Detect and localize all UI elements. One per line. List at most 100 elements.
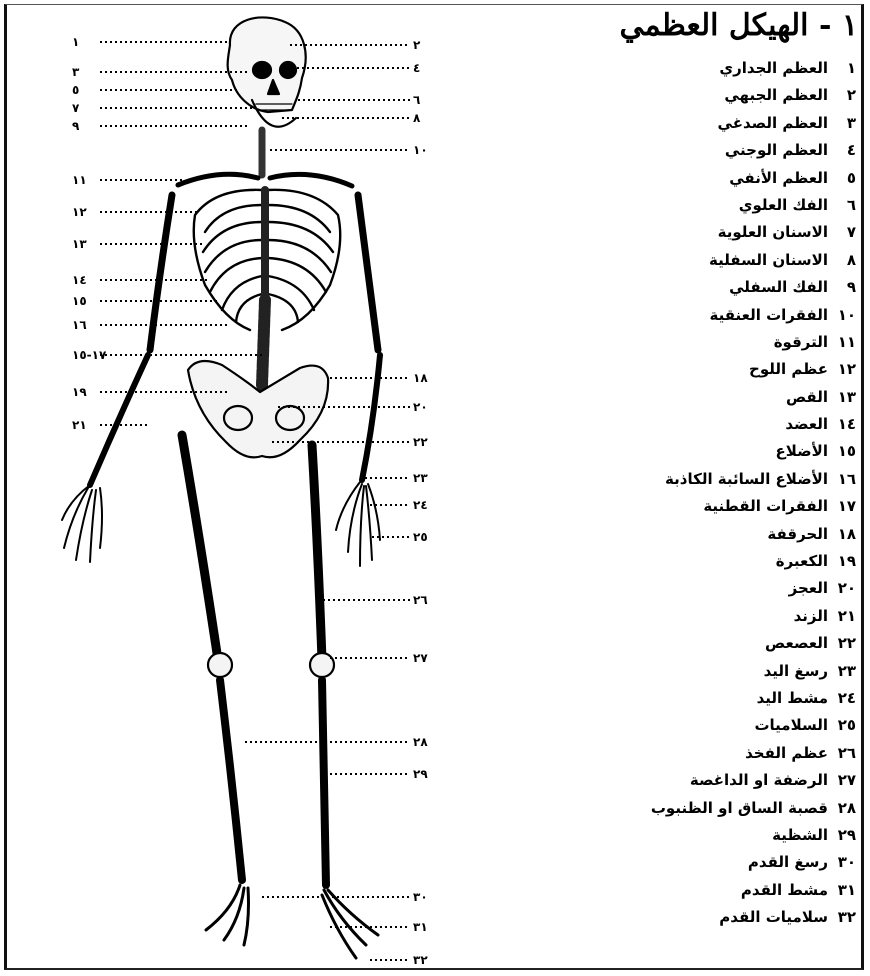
- leader-label: ٥: [72, 83, 79, 97]
- legend-item-label: سلاميات القدم: [719, 908, 828, 926]
- legend-item-label: الاسنان العلوية: [718, 223, 828, 241]
- legend-item-number: ٢٢: [834, 630, 856, 657]
- legend-item: ٢العظم الجبهي: [556, 82, 856, 109]
- legend-item-label: الكعبرة: [776, 552, 828, 570]
- legend-item: ٢٣ رسغ اليد: [556, 658, 856, 685]
- hand-right: [336, 482, 380, 566]
- legend-item-number: ١٥: [834, 438, 856, 465]
- leader-label: ١٠: [413, 143, 428, 157]
- forearm-right: [362, 355, 380, 480]
- legend-item: ٤العظم الوجني: [556, 137, 856, 164]
- legend-item-label: الفك العلوي: [739, 196, 828, 214]
- legend-item-label: الأضلاع: [776, 442, 828, 460]
- leader-label: ٢٣: [413, 471, 428, 485]
- leader-label: ٣٢: [413, 953, 428, 967]
- leader-label: ٣٠: [413, 890, 428, 904]
- legend-item-number: ٥: [834, 165, 856, 192]
- legend-item-number: ٣: [834, 110, 856, 137]
- leader-label: ٢١: [72, 418, 87, 432]
- legend-item-label: الأضلاع السائبة الكاذبة: [665, 470, 828, 488]
- legend-item-number: ١٨: [834, 521, 856, 548]
- legend-item-label: الفك السفلي: [729, 278, 828, 296]
- legend-item: ٢٧الرضفة او الداغصة: [556, 767, 856, 794]
- legend-item: ١٢عظم اللوح: [556, 356, 856, 383]
- legend-item-label: العظم الأنفي: [729, 169, 828, 187]
- legend-item: ٣١مشط القدم: [556, 877, 856, 904]
- legend-item-label: الفقرات القطنية: [703, 497, 828, 515]
- leader-label: ٢٤: [413, 498, 428, 512]
- legend-item-label: العجز: [789, 579, 828, 597]
- patella-left: [208, 653, 232, 677]
- legend-item-number: ٢٣: [834, 658, 856, 685]
- hand-left: [62, 485, 102, 562]
- eye-socket-right: [280, 62, 296, 78]
- legend-item-label: العصعص: [765, 634, 828, 652]
- skeleton-figure: [62, 17, 380, 958]
- leader-label: ١٤: [72, 273, 87, 287]
- legend-item-number: ٧: [834, 219, 856, 246]
- leader-label: ٣١: [413, 920, 428, 934]
- clavicle-left: [178, 174, 258, 185]
- legend-item-label: رسغ القدم: [748, 853, 828, 871]
- legend-item-number: ١: [834, 55, 856, 82]
- legend-item-label: العظم الصدغي: [718, 114, 828, 132]
- legend-item: ٢٥السلاميات: [556, 712, 856, 739]
- legend-item-number: ٩: [834, 274, 856, 301]
- humerus-right: [358, 195, 378, 350]
- tibia-right: [322, 680, 326, 885]
- legend-item: ١٧الفقرات القطنية: [556, 493, 856, 520]
- leader-label: ١٨: [413, 371, 428, 385]
- legend-item-label: عظم اللوح: [749, 360, 828, 378]
- legend-item: ٢٩الشظية: [556, 822, 856, 849]
- leader-label: ٢٩: [413, 767, 428, 781]
- leader-label: ٤: [413, 61, 420, 75]
- leader-label: ٣: [72, 65, 80, 79]
- foot-left: [206, 885, 249, 945]
- legend-item-label: العظم الوجني: [725, 141, 828, 159]
- legend-item-number: ٢٠: [834, 575, 856, 602]
- legend-item-label: العضد: [785, 415, 828, 433]
- legend-item-label: رسغ اليد: [764, 662, 828, 680]
- femur-right: [312, 445, 322, 660]
- legend-item-number: ٨: [834, 247, 856, 274]
- leader-label: ٢٦: [413, 593, 428, 607]
- legend-item-number: ١٣: [834, 384, 856, 411]
- legend-item: ٣ العظم الصدغي: [556, 110, 856, 137]
- legend-item-label: الزند: [794, 607, 828, 625]
- forearm-left: [90, 355, 148, 485]
- legend-item-label: الفقرات العنقية: [709, 306, 828, 324]
- legend-item-label: الحرقفة: [767, 525, 828, 543]
- legend-item-number: ١١: [834, 329, 856, 356]
- legend-item: ٣٢ سلاميات القدم: [556, 904, 856, 931]
- legend-item-number: ٢٦: [834, 740, 856, 767]
- leader-label: ١٢: [72, 205, 87, 219]
- legend-item-label: الاسنان السفلية: [709, 251, 828, 269]
- clavicle-right: [270, 174, 352, 186]
- legend-item-label: القص: [786, 388, 828, 406]
- legend-item: ١٠الفقرات العنقية: [556, 302, 856, 329]
- legend-item: ١٣ القص: [556, 384, 856, 411]
- legend-item-number: ٣١: [834, 877, 856, 904]
- leader-label: ١٦: [72, 318, 87, 332]
- legend-item: ٢٦ عظم الفخذ: [556, 740, 856, 767]
- legend-item: ٢١الزند: [556, 603, 856, 630]
- legend-item: ١٨ الحرقفة: [556, 521, 856, 548]
- legend-item-number: ٣٠: [834, 849, 856, 876]
- femur-left: [182, 435, 218, 660]
- legend-item-number: ٢٧: [834, 767, 856, 794]
- legend-item-number: ٢٨: [834, 795, 856, 822]
- legend-item-label: السلاميات: [754, 716, 828, 734]
- legend-item: ١٤ العضد: [556, 411, 856, 438]
- leader-label: ٨: [413, 111, 421, 125]
- legend-item-label: مشط اليد: [757, 689, 828, 707]
- legend-item-label: الترقوة: [774, 333, 828, 351]
- leader-label: ١٣: [72, 237, 87, 251]
- legend-item-number: ٣٢: [834, 904, 856, 931]
- leader-label: ١١: [72, 173, 87, 187]
- legend-item-label: عظم الفخذ: [745, 744, 828, 762]
- legend-item: ٦الفك العلوي: [556, 192, 856, 219]
- legend-item: ١٩الكعبرة: [556, 548, 856, 575]
- legend-item-number: ١٤: [834, 411, 856, 438]
